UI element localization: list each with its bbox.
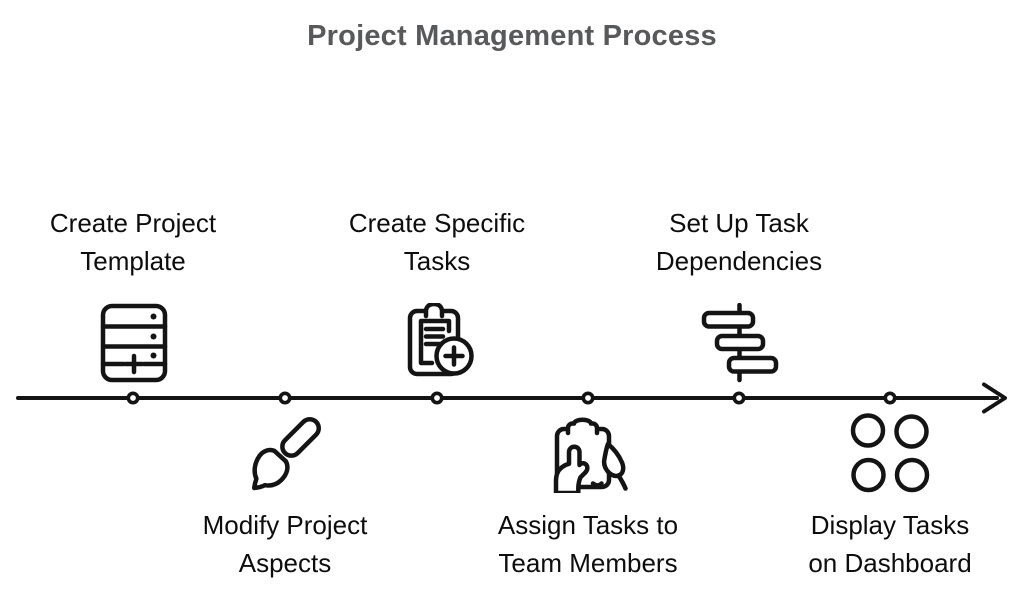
process-step: Create Project Template bbox=[13, 204, 253, 383]
step-label: Set Up Task Dependencies bbox=[655, 208, 823, 276]
dashboard-circles-icon bbox=[850, 413, 930, 493]
step-label: Modify Project Aspects bbox=[202, 510, 368, 578]
process-step: Set Up Task Dependencies bbox=[619, 204, 859, 383]
step-label: Assign Tasks to Team Members bbox=[497, 510, 679, 578]
timeline-node-dot bbox=[732, 391, 746, 405]
timeline-nodes bbox=[126, 391, 897, 405]
step-label: Create Project Template bbox=[49, 208, 217, 276]
timeline-node-dot bbox=[581, 391, 595, 405]
paintbrush-icon bbox=[245, 413, 325, 493]
timeline-node-dot bbox=[883, 391, 897, 405]
step-label: Create Specific Tasks bbox=[348, 208, 526, 276]
diagram-title: Project Management Process bbox=[307, 20, 717, 52]
hand-clipboard-icon bbox=[548, 413, 628, 493]
timeline-node-dot bbox=[126, 391, 140, 405]
process-step: Create Specific Tasks bbox=[317, 204, 557, 383]
process-step: Assign Tasks to Team Members bbox=[468, 413, 708, 582]
arrowhead-icon bbox=[982, 382, 1007, 414]
timeline-node-dot bbox=[278, 391, 292, 405]
process-step: Display Tasks on Dashboard bbox=[770, 413, 1010, 582]
step-label: Display Tasks on Dashboard bbox=[808, 510, 972, 578]
gantt-bars-icon bbox=[699, 303, 779, 383]
clipboard-plus-icon bbox=[397, 303, 477, 383]
process-step: Modify Project Aspects bbox=[165, 413, 405, 582]
server-plus-icon bbox=[93, 303, 173, 383]
timeline-node-dot bbox=[430, 391, 444, 405]
